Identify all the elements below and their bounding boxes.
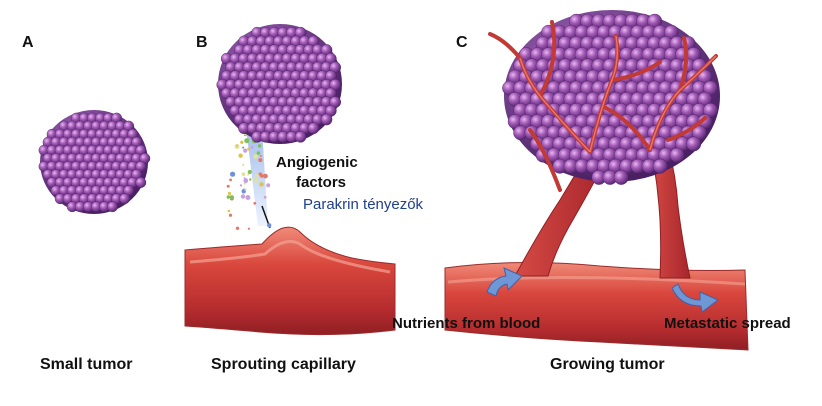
- panel-letter-b: B: [196, 34, 208, 51]
- angiogenic-label-line2: factors: [296, 174, 347, 191]
- metastatic-label: Metastatic spread: [664, 315, 791, 332]
- blood-vessel-c: [444, 261, 749, 351]
- caption-sprouting-capillary: Sprouting capillary: [211, 356, 356, 373]
- caption-small-tumor: Small tumor: [40, 356, 133, 373]
- angiogenic-label-line1: Angiogenic: [276, 154, 358, 171]
- capillary-vessel-b: [184, 226, 396, 336]
- nutrients-arrow: [486, 267, 523, 297]
- tumor-cluster-b: [216, 24, 342, 144]
- nutrients-label: Nutrients from blood: [392, 315, 541, 332]
- caption-growing-tumor: Growing tumor: [550, 356, 665, 373]
- panel-letter-c: C: [456, 34, 468, 51]
- small-tumor-cluster: [38, 110, 151, 214]
- panel-letter-a: A: [22, 34, 34, 51]
- growing-tumor-cluster: [502, 10, 720, 185]
- angiogenic-factor-particles: [226, 128, 272, 230]
- metastatic-arrow: [671, 283, 719, 313]
- paracrine-factors-label: Parakrin tényezők: [303, 196, 424, 213]
- factor-release-beam: [246, 128, 268, 226]
